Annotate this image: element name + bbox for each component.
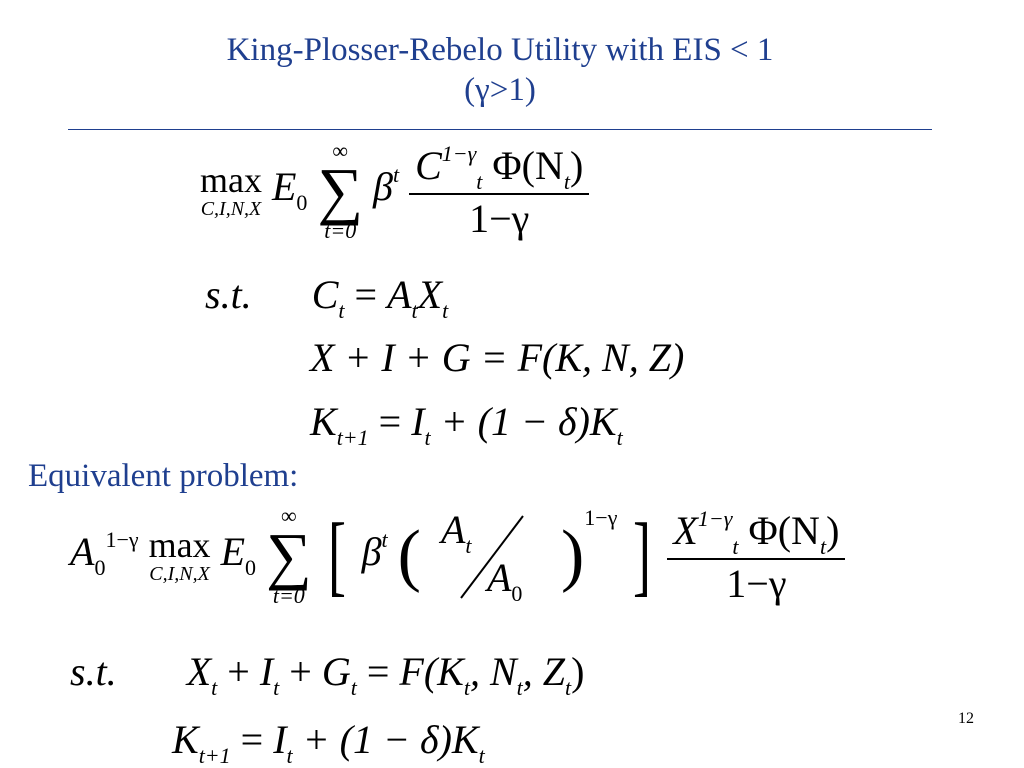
equivalent-objective-equation: A01−γ max C,I,N,X E0 ∞ ∑ t=0 [ βt ( At A…	[70, 503, 846, 608]
utility-fraction-2: X1−γt Φ(Nt) 1−γ	[667, 507, 846, 604]
summation-2: ∞ ∑ t=0	[266, 503, 312, 608]
right-bracket: ]	[633, 505, 652, 605]
left-bracket: [	[327, 505, 346, 605]
constraint-capital: Kt+1 = It + (1 − δ)Kt	[310, 399, 623, 450]
summation: ∞ ∑ t=0	[317, 138, 364, 243]
max-operator: max C,I,N,X	[200, 159, 262, 220]
max-operator-2: max C,I,N,X	[148, 524, 211, 585]
discount-factor: β	[373, 163, 393, 209]
productivity-ratio: At A0	[431, 509, 551, 604]
slide-title: King-Plosser-Rebelo Utility with EIS < 1…	[0, 30, 1000, 110]
expectation: E	[271, 163, 297, 209]
title-line-2: (γ>1)	[464, 72, 536, 108]
constraint-resource: X + I + G = F(K, N, Z)	[310, 335, 685, 380]
fraction-slash	[460, 515, 524, 599]
page-number: 12	[958, 710, 974, 727]
utility-fraction: C1−γt Φ(Nt) 1−γ	[409, 142, 590, 239]
equivalent-constraint-capital: Kt+1 = It + (1 − δ)Kt	[172, 717, 485, 768]
objective-equation: max C,I,N,X E0 ∞ ∑ t=0 βt C1−γt Φ(Nt) 1−…	[200, 138, 590, 243]
title-line-1: King-Plosser-Rebelo Utility with EIS < 1	[226, 32, 774, 68]
equivalent-problem-heading: Equivalent problem:	[28, 458, 299, 494]
title-divider	[68, 129, 932, 130]
equivalent-constraint-resource: s.t. Xt + It + Gt = F(Kt, Nt, Zt)	[70, 649, 585, 700]
constraint-consumption: s.t. Ct = AtXt	[205, 272, 449, 323]
